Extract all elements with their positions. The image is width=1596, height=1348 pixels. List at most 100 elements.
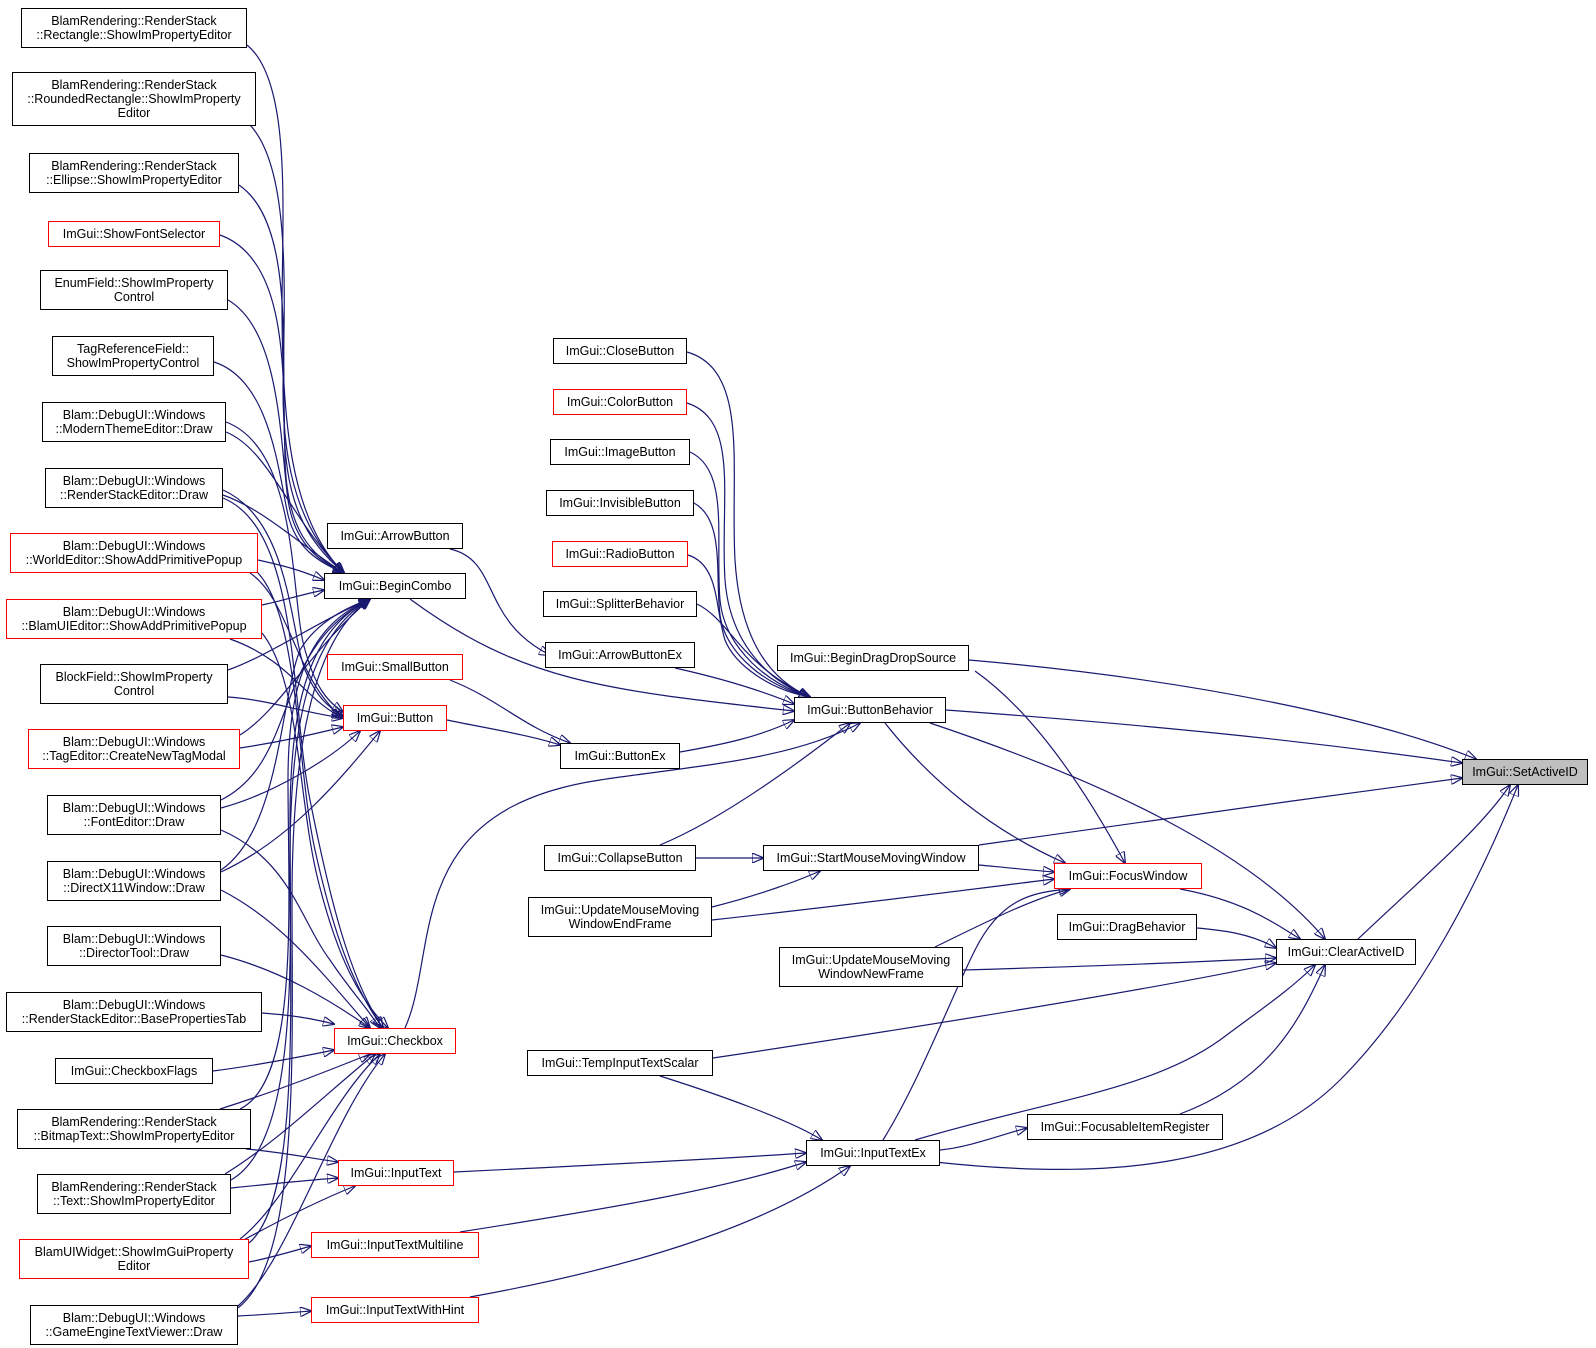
node-splitter-behavior[interactable]: ImGui::SplitterBehavior — [543, 591, 697, 617]
edge-render-stack-editor-draw-to-button — [222, 489, 343, 716]
edge-arrow-button-to-arrow-button-ex — [449, 548, 550, 655]
node-start-mouse-moving-window[interactable]: ImGui::StartMouseMovingWindow — [763, 845, 979, 871]
edge-input-text-ex-to-clear-active-id — [914, 965, 1315, 1141]
edge-input-text-ex-to-focus-window — [882, 889, 1070, 1141]
edge-font-editor-to-checkbox — [220, 829, 380, 1028]
node-color-button[interactable]: ImGui::ColorButton — [553, 389, 687, 415]
edge-modern-theme-editor-to-begin-combo — [225, 431, 344, 573]
node-button[interactable]: ImGui::Button — [343, 705, 447, 731]
edge-button-to-button-ex — [446, 719, 560, 745]
edge-input-text-to-input-text-ex — [453, 1153, 806, 1173]
node-small-button[interactable]: ImGui::SmallButton — [327, 654, 463, 680]
edge-rs-bitmap-text-to-begin-combo — [239, 599, 370, 1110]
edge-update-mouse-moving-window-end-frame-to-focus-window — [711, 879, 1054, 921]
node-tag-editor-modal[interactable]: Blam::DebugUI::Windows ::TagEditor::Crea… — [28, 729, 240, 769]
node-rs-rectangle[interactable]: BlamRendering::RenderStack ::Rectangle::… — [21, 8, 247, 48]
node-begin-drag-drop-source[interactable]: ImGui::BeginDragDropSource — [777, 645, 969, 671]
edge-font-editor-to-button — [220, 731, 360, 809]
edge-directx11-window-to-button — [220, 731, 380, 873]
node-directx11-window[interactable]: Blam::DebugUI::Windows ::DirectX11Window… — [47, 861, 221, 901]
edge-input-text-multiline-to-input-text-ex — [459, 1162, 806, 1233]
edge-rs-text-to-begin-combo — [230, 599, 370, 1181]
edge-render-stack-base-tab-to-checkbox — [261, 1012, 334, 1024]
node-block-field[interactable]: BlockField::ShowImProperty Control — [40, 664, 228, 704]
edge-rs-bitmap-text-to-checkbox — [219, 1054, 370, 1110]
edge-world-editor-popup-to-begin-combo — [257, 559, 324, 580]
node-begin-combo[interactable]: ImGui::BeginCombo — [324, 573, 466, 599]
node-arrow-button[interactable]: ImGui::ArrowButton — [327, 523, 463, 549]
node-set-active-id: ImGui::SetActiveID — [1462, 759, 1588, 785]
edge-render-stack-editor-draw-to-begin-combo — [222, 494, 344, 573]
edge-show-font-selector-to-begin-combo — [219, 234, 344, 573]
edge-button-ex-to-button-behavior — [679, 720, 794, 753]
edge-game-engine-text-viewer-to-input-text-with-hint — [237, 1311, 311, 1316]
node-render-stack-base-tab[interactable]: Blam::DebugUI::Windows ::RenderStackEdit… — [6, 992, 262, 1032]
node-update-mouse-moving-window-end-frame[interactable]: ImGui::UpdateMouseMoving WindowEndFrame — [528, 897, 712, 937]
node-drag-behavior[interactable]: ImGui::DragBehavior — [1057, 914, 1197, 940]
node-font-editor[interactable]: Blam::DebugUI::Windows ::FontEditor::Dra… — [47, 795, 221, 835]
node-game-engine-text-viewer[interactable]: Blam::DebugUI::Windows ::GameEngineTextV… — [30, 1305, 238, 1345]
edge-rs-bitmap-text-to-input-text — [245, 1148, 338, 1162]
edge-begin-drag-drop-source-to-set-active-id — [968, 659, 1476, 759]
edge-director-tool-to-checkbox — [220, 954, 370, 1028]
node-input-text-multiline[interactable]: ImGui::InputTextMultiline — [311, 1232, 479, 1258]
edge-button-behavior-to-focus-window — [884, 722, 1065, 863]
node-collapse-button[interactable]: ImGui::CollapseButton — [544, 845, 696, 871]
node-blamui-editor-popup[interactable]: Blam::DebugUI::Windows ::BlamUIEditor::S… — [6, 599, 262, 639]
edge-drag-behavior-to-clear-active-id — [1196, 927, 1276, 948]
edge-checkbox-to-button-behavior — [404, 723, 860, 1029]
node-focusable-item-register[interactable]: ImGui::FocusableItemRegister — [1027, 1114, 1223, 1140]
node-input-text[interactable]: ImGui::InputText — [338, 1160, 454, 1186]
node-update-mouse-moving-window-new-frame[interactable]: ImGui::UpdateMouseMoving WindowNewFrame — [779, 947, 963, 987]
edge-blamui-widget-to-checkbox — [239, 1054, 380, 1240]
edge-render-stack-editor-draw-to-checkbox — [222, 497, 383, 1028]
edge-close-button-to-button-behavior — [686, 351, 810, 697]
edge-input-text-with-hint-to-input-text-ex — [469, 1166, 850, 1298]
edge-start-mouse-moving-window-to-focus-window — [978, 864, 1054, 872]
edge-update-mouse-moving-window-new-frame-to-focus-window — [934, 889, 1070, 948]
edge-update-mouse-moving-window-new-frame-to-clear-active-id — [962, 958, 1276, 971]
node-blamui-widget[interactable]: BlamUIWidget::ShowImGuiProperty Editor — [19, 1239, 249, 1279]
node-checkbox-flags[interactable]: ImGui::CheckboxFlags — [55, 1058, 213, 1084]
node-world-editor-popup[interactable]: Blam::DebugUI::Windows ::WorldEditor::Sh… — [10, 533, 258, 573]
node-enum-field[interactable]: EnumField::ShowImProperty Control — [40, 270, 228, 310]
edge-start-mouse-moving-window-to-set-active-id — [978, 778, 1462, 846]
edge-directx11-window-to-checkbox — [220, 889, 370, 1028]
node-image-button[interactable]: ImGui::ImageButton — [550, 439, 690, 465]
node-director-tool[interactable]: Blam::DebugUI::Windows ::DirectorTool::D… — [47, 926, 221, 966]
node-rs-rounded-rectangle[interactable]: BlamRendering::RenderStack ::RoundedRect… — [12, 72, 256, 126]
edge-temp-input-text-scalar-to-input-text-ex — [659, 1075, 822, 1140]
node-focus-window[interactable]: ImGui::FocusWindow — [1054, 863, 1202, 889]
node-rs-text[interactable]: BlamRendering::RenderStack ::Text::ShowI… — [37, 1174, 231, 1214]
edge-font-editor-to-begin-combo — [220, 599, 370, 801]
node-button-ex[interactable]: ImGui::ButtonEx — [560, 743, 680, 769]
edge-rs-rectangle-to-begin-combo — [246, 44, 344, 573]
node-clear-active-id[interactable]: ImGui::ClearActiveID — [1276, 939, 1416, 965]
node-temp-input-text-scalar[interactable]: ImGui::TempInputTextScalar — [527, 1050, 713, 1076]
edge-button-behavior-to-clear-active-id — [929, 722, 1325, 939]
node-input-text-ex[interactable]: ImGui::InputTextEx — [806, 1140, 940, 1166]
node-tag-reference-field[interactable]: TagReferenceField:: ShowImPropertyContro… — [52, 336, 214, 376]
node-render-stack-editor-draw[interactable]: Blam::DebugUI::Windows ::RenderStackEdit… — [45, 468, 223, 508]
edge-clear-active-id-to-set-active-id — [1357, 785, 1510, 940]
edge-small-button-to-button-ex — [449, 679, 570, 743]
edge-splitter-behavior-to-button-behavior — [696, 603, 810, 697]
node-arrow-button-ex[interactable]: ImGui::ArrowButtonEx — [545, 642, 695, 668]
edge-tag-editor-modal-to-button — [239, 727, 343, 749]
node-checkbox[interactable]: ImGui::Checkbox — [334, 1028, 456, 1054]
edge-focusable-item-register-to-input-text-ex — [939, 1128, 1027, 1151]
edge-blamui-widget-to-input-text-multiline — [248, 1246, 311, 1263]
node-radio-button[interactable]: ImGui::RadioButton — [552, 541, 688, 567]
node-rs-bitmap-text[interactable]: BlamRendering::RenderStack ::BitmapText:… — [17, 1109, 251, 1149]
node-rs-ellipse[interactable]: BlamRendering::RenderStack ::Ellipse::Sh… — [29, 153, 239, 193]
edge-world-editor-popup-to-checkbox — [249, 565, 383, 1028]
node-button-behavior[interactable]: ImGui::ButtonBehavior — [794, 697, 946, 723]
node-modern-theme-editor[interactable]: Blam::DebugUI::Windows ::ModernThemeEdit… — [42, 402, 226, 442]
node-invisible-button[interactable]: ImGui::InvisibleButton — [546, 490, 694, 516]
node-show-font-selector[interactable]: ImGui::ShowFontSelector — [48, 221, 220, 247]
edge-blamui-editor-popup-to-checkbox — [261, 632, 388, 1028]
node-input-text-with-hint[interactable]: ImGui::InputTextWithHint — [311, 1297, 479, 1323]
edge-temp-input-text-scalar-to-clear-active-id — [712, 963, 1276, 1059]
node-close-button[interactable]: ImGui::CloseButton — [553, 338, 687, 364]
